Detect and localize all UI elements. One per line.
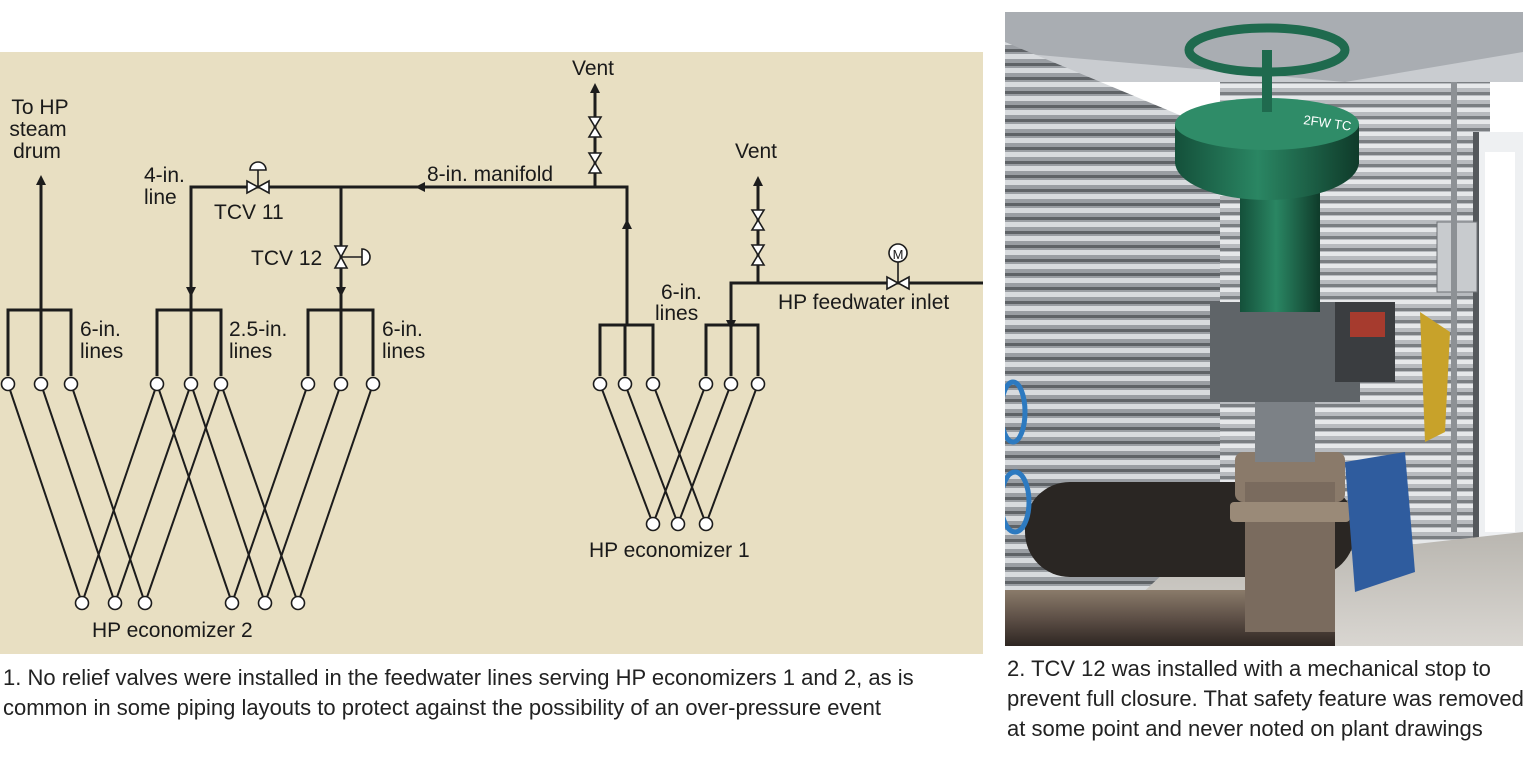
- vent-valves-right-icon: [750, 209, 766, 266]
- label-6in-lines-b: lines: [382, 340, 425, 363]
- tcv12-valve-icon: [333, 245, 371, 269]
- diagram-background: [0, 52, 983, 654]
- label-tcv12: TCV 12: [251, 247, 322, 270]
- valve-photo: 2FW TC: [1005, 12, 1523, 646]
- label-vent-left: Vent: [572, 57, 614, 80]
- economizer-tubes: [7, 383, 759, 604]
- label-vent-right: Vent: [735, 140, 777, 163]
- valve-tag-text: 2FW TC: [1303, 112, 1353, 134]
- diagram-labels: To HP steam drum 4-in. line TCV 11 TCV 1…: [9, 57, 949, 642]
- label-to-hp-steam-drum: drum: [13, 140, 61, 163]
- label-2-5in-lines: 2.5-in.: [229, 318, 287, 341]
- tcv11-valve-icon: [246, 161, 270, 195]
- figure1-caption: 1. No relief valves were installed in th…: [3, 665, 914, 720]
- main-piping: [36, 83, 983, 330]
- label-2-5in-lines: lines: [229, 340, 272, 363]
- label-6in-lines-a: lines: [80, 340, 123, 363]
- tube-nodes: [0, 376, 766, 611]
- figure2-caption: 2. TCV 12 was installed with a mechanica…: [1007, 656, 1524, 741]
- label-4in-line: line: [144, 186, 177, 209]
- piping-diagram: M To HP steam drum 4-in. line TCV 11 TCV…: [0, 52, 983, 654]
- label-manifold: 8-in. manifold: [427, 163, 553, 186]
- label-6in-lines-a: 6-in.: [80, 318, 121, 341]
- label-to-hp-steam-drum: steam: [9, 118, 66, 141]
- header-piping: [6, 308, 760, 376]
- label-to-hp-steam-drum: To HP: [11, 96, 68, 119]
- motor-label: M: [893, 247, 904, 262]
- label-hp-economizer-1: HP economizer 1: [589, 539, 750, 562]
- vent-valves-left-icon: [587, 116, 603, 174]
- label-hp-economizer-2: HP economizer 2: [92, 619, 253, 642]
- label-tcv11: TCV 11: [214, 201, 284, 224]
- motor-valve-icon: [886, 243, 910, 291]
- label-4in-line: 4-in.: [144, 164, 185, 187]
- label-6in-lines-eco1: 6-in.: [661, 281, 702, 304]
- label-6in-lines-b: 6-in.: [382, 318, 423, 341]
- label-hp-feedwater-inlet: HP feedwater inlet: [778, 291, 949, 314]
- label-6in-lines-eco1: lines: [655, 302, 698, 325]
